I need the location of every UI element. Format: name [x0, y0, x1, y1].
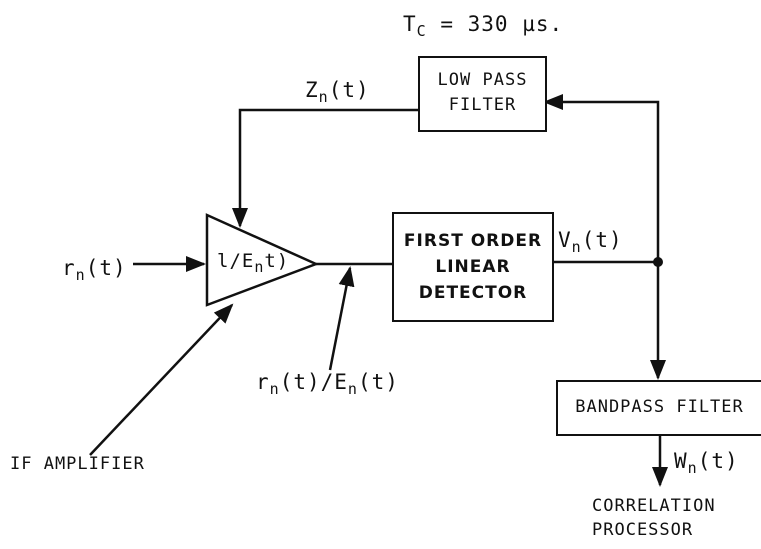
pointer-if-amplifier — [89, 303, 234, 456]
signal-v-sub: n — [571, 238, 582, 256]
amplifier-triangle — [205, 213, 320, 307]
amplifier-gain-post: t) — [264, 250, 290, 272]
signal-w-name: W — [674, 449, 688, 473]
signal-z-sub: n — [318, 88, 329, 106]
signal-w-label: Wn(t) — [674, 451, 739, 476]
low-pass-filter-box: LOW PASS FILTER — [418, 56, 547, 132]
signal-v-name: V — [558, 228, 572, 252]
signal-r-arg: (t) — [85, 256, 127, 280]
amplifier-gain-label: l/Ent) — [217, 252, 289, 275]
linear-detector-box: FIRST ORDER LINEAR DETECTOR — [392, 212, 554, 322]
amplifier-gain-sub: n — [254, 258, 265, 276]
feedback-line-v — [543, 94, 660, 262]
signal-normalized-sub: n — [269, 380, 280, 398]
signal-z-arg: (t) — [328, 78, 370, 102]
linear-detector-label: FIRST ORDER LINEAR DETECTOR — [403, 231, 543, 303]
signal-normalized-mid: (t)/E — [279, 370, 348, 394]
signal-w-sub: n — [687, 459, 698, 477]
time-constant-label: TC = 330 µs. — [403, 14, 563, 39]
signal-r-input-label: rn(t) — [62, 258, 127, 283]
signal-w-arg: (t) — [697, 449, 739, 473]
time-constant-symbol: T — [403, 12, 417, 36]
pointer-normalized-signal — [328, 266, 355, 371]
bandpass-filter-box: BANDPASS FILTER — [556, 380, 761, 436]
signal-normalized-sub2: n — [347, 380, 358, 398]
signal-r-sub: n — [75, 266, 86, 284]
signal-v-label: Vn(t) — [558, 230, 623, 255]
if-amplifier-label: IF AMPLIFIER — [10, 454, 145, 474]
signal-v-arg: (t) — [581, 228, 623, 252]
feedback-line-z — [232, 108, 418, 228]
signal-z-label: Zn(t) — [305, 80, 370, 105]
signal-z-name: Z — [305, 78, 319, 102]
signal-normalized-name: r — [256, 370, 270, 394]
low-pass-filter-label: LOW PASS FILTER — [437, 70, 528, 115]
correlation-processor-label: CORRELATION PROCESSOR — [592, 496, 716, 540]
junction-dot — [653, 257, 663, 267]
time-constant-value: = 330 µs. — [426, 12, 564, 36]
amplifier-gain-pre: l/E — [217, 250, 255, 272]
signal-normalized-arg: (t) — [357, 370, 399, 394]
signal-r-name: r — [62, 256, 76, 280]
time-constant-subscript: C — [416, 22, 427, 40]
signal-normalized-label: rn(t)/En(t) — [256, 372, 399, 397]
bandpass-filter-label: BANDPASS FILTER — [575, 397, 744, 417]
